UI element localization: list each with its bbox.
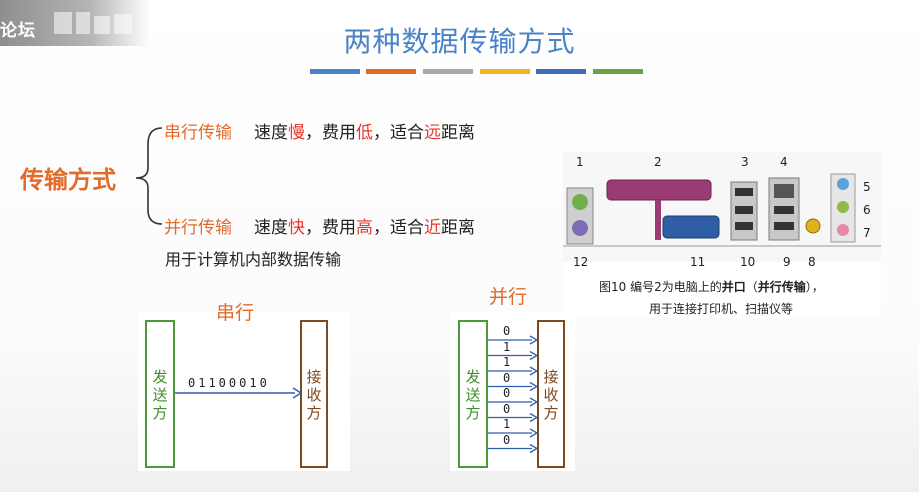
caption-prefix: 图10 编号2为电脑上的 [599,280,722,294]
parallel-suit-value: 近 [424,218,441,238]
parallel-arrows [488,335,538,454]
parallel-sender-text: 发 送 方 [460,368,486,422]
serial-speed-prefix: 速度 [254,123,288,143]
serial-suit-value: 远 [424,123,441,143]
parallel-arrow-icon [488,443,538,454]
serial-name: 串行传输 [164,123,232,143]
parallel-bit: 0 [503,386,511,400]
port-number-2: 2 [654,155,662,169]
page-title: 两种数据传输方式 [343,25,576,58]
watermark-logo [54,12,132,34]
parallel-speed-value: 快 [288,218,305,238]
parallel-bit: 0 [503,324,511,338]
port-number-12: 12 [573,255,589,269]
serial-suit-suffix: 距离 [441,123,475,143]
parallel-receiver-char-2: 收 [543,386,559,404]
parallel-cost-value: 高 [356,218,373,238]
accent-bar-yellow [480,69,530,74]
serial-diagram-title: 串行 [216,302,255,324]
serial-sender-box: 发 送 方 [145,320,175,468]
parallel-receiver-char-1: 接 [543,368,559,386]
parallel-sender-char-2: 送 [465,386,481,404]
accent-bar-gray [423,69,473,74]
port-number-10: 10 [740,255,756,269]
parallel-line: 并行传输 速度快，费用高，适合近距离 [164,213,475,238]
parallel-bit: 0 [503,432,511,447]
caption-bold-parallel-port: 并口 [721,280,746,294]
parallel-bit: 1 [503,417,511,431]
port-caption-line1: 图10 编号2为电脑上的并口（并行传输）， [599,278,824,295]
port-number-3: 3 [741,155,749,169]
serial-sender-char-3: 方 [152,404,168,422]
accent-bar-orange [366,69,416,74]
port-number-11: 11 [690,255,706,269]
serial-cost-prefix: ，费用 [305,123,356,143]
port-number-1: 1 [576,155,584,169]
serial-receiver-text: 接 收 方 [302,368,326,422]
serial-cost-value: 低 [356,123,373,143]
caption-bold-parallel-transmission: 并行传输 [757,280,806,294]
port-number-9: 9 [783,255,791,269]
caption-paren-close: ）， [805,280,824,294]
motherboard-ports-illustration [563,152,881,262]
transmission-methods-label: 传输方式 [20,165,116,194]
parallel-sender-char-1: 发 [465,368,481,386]
port-number-8: 8 [808,255,816,269]
parallel-arrow-icon [488,412,538,423]
parallel-name: 并行传输 [164,218,232,238]
port-number-6: 6 [863,203,871,217]
parallel-bit: 0 [503,370,511,385]
port-number-5: 5 [863,180,871,194]
parallel-sender-char-3: 方 [465,404,481,422]
parallel-suit-prefix: ，适合 [373,218,424,238]
serial-sender-text: 发 送 方 [147,368,173,422]
parallel-arrow-icon [488,366,538,376]
parallel-suit-suffix: 距离 [441,218,475,238]
parallel-arrow-icon [488,350,538,361]
port-number-4: 4 [780,155,788,169]
serial-suit-prefix: ，适合 [373,123,424,143]
parallel-cost-prefix: ，费用 [305,218,356,238]
serial-receiver-box: 接 收 方 [300,320,328,468]
serial-receiver-char-1: 接 [306,368,322,386]
port-caption-line2: 用于连接打印机、扫描仪等 [649,302,794,316]
serial-line: 串行传输 速度慢，费用低，适合远距离 [164,118,475,143]
accent-bar-blue [310,69,360,74]
serial-receiver-char-3: 方 [306,404,322,422]
parallel-diagram-area [450,311,575,471]
parallel-arrow-icon [488,381,538,392]
port-number-7: 7 [863,226,871,240]
parallel-speed-prefix: 速度 [254,218,288,238]
parallel-note: 用于计算机内部数据传输 [165,250,342,269]
parallel-bit: 0 [503,401,511,416]
parallel-receiver-text: 接 收 方 [539,368,563,422]
parallel-bit: 1 [503,355,511,369]
serial-receiver-char-2: 收 [306,386,322,404]
parallel-arrow-icon [488,428,538,438]
parallel-arrow-icon [488,397,538,407]
serial-bits: 01100010 [188,376,270,390]
parallel-diagram-title: 并行 [489,286,528,308]
parallel-receiver-box: 接 收 方 [537,320,565,468]
brace-icon [135,127,163,225]
parallel-arrow-icon [488,335,538,345]
serial-arrow-icon [175,387,303,399]
parallel-sender-box: 发 送 方 [458,320,488,468]
accent-bar-darkblue [536,69,586,74]
serial-speed-value: 慢 [288,123,305,143]
serial-sender-char-1: 发 [152,368,168,386]
accent-bar-green [593,69,643,74]
port-image-panel: 图10 编号2为电脑上的并口（并行传输）， 用于连接打印机、扫描仪等 [563,152,881,318]
parallel-receiver-char-3: 方 [543,404,559,422]
watermark-text: 论坛 [0,21,36,41]
caption-paren-open: （ [745,280,758,294]
parallel-bit: 1 [503,339,511,354]
serial-sender-char-2: 送 [152,386,168,404]
